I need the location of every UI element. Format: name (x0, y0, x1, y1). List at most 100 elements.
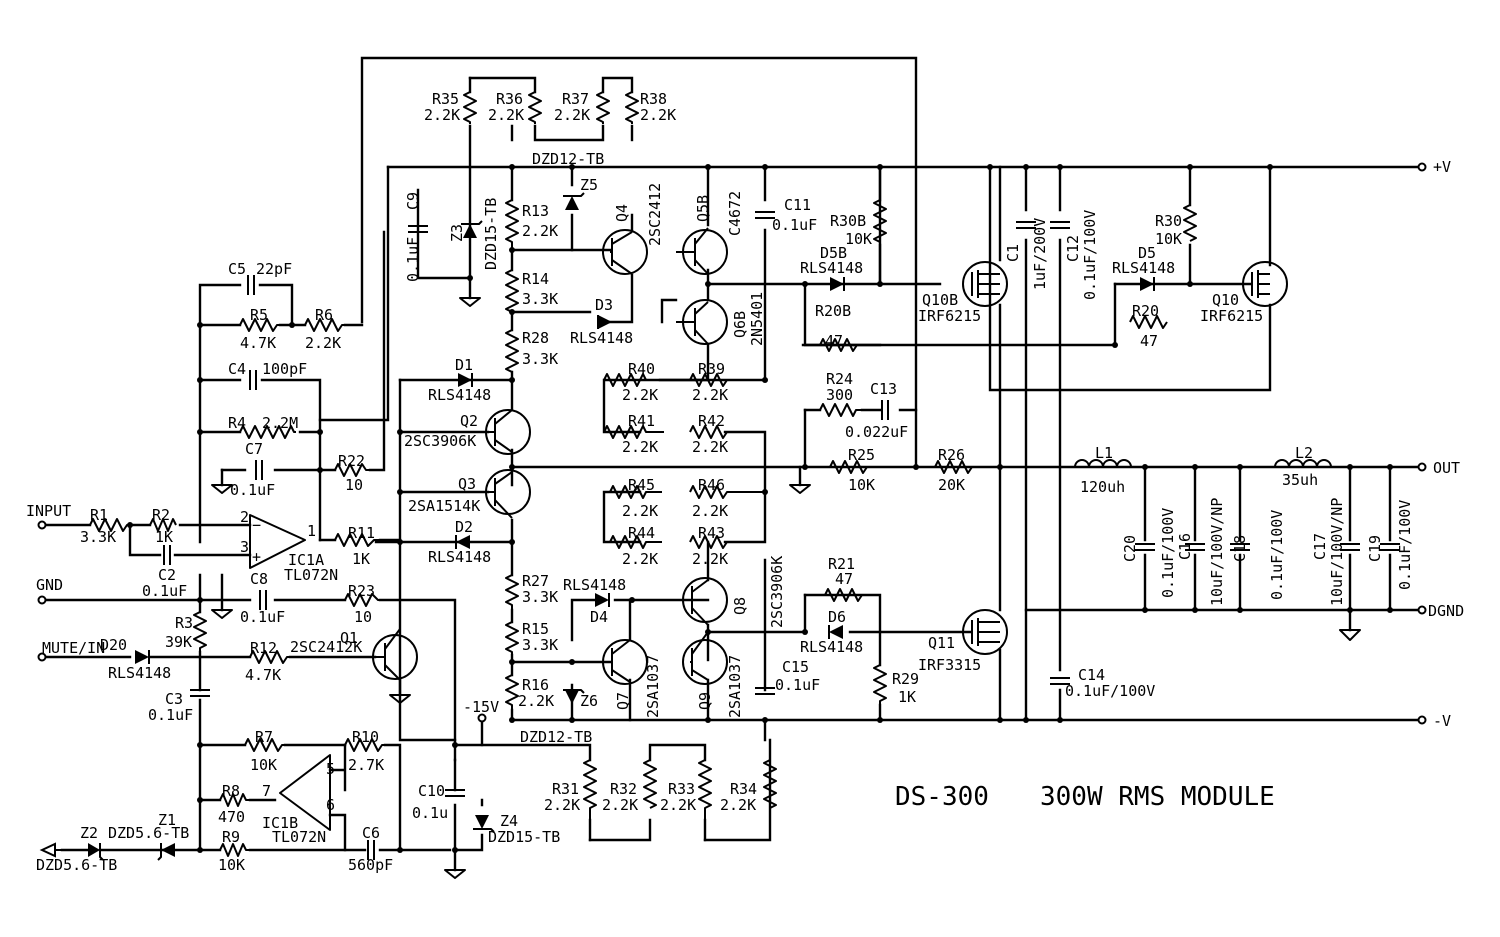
resistor-r38 (625, 91, 639, 124)
labels: INPUT GND MUTE/IN +V OUT DGND -V -15V DS… (26, 90, 1464, 874)
resistor-r3 (193, 611, 207, 652)
svg-text:L1: L1 (1095, 444, 1113, 462)
resistor-r10 (344, 738, 385, 752)
resistor-r25 (829, 460, 868, 474)
diode-d4 (595, 593, 609, 607)
svg-text:R15: R15 (522, 620, 549, 638)
svg-text:0.1uF: 0.1uF (142, 582, 187, 600)
svg-text:D2: D2 (455, 518, 473, 536)
svg-text:47: 47 (825, 332, 843, 350)
resistor-r31 (583, 759, 597, 828)
resistor-r2 (149, 518, 177, 532)
svg-text:0.1uF: 0.1uF (148, 706, 193, 724)
diode-d20 (135, 650, 149, 664)
svg-text:IRF6215: IRF6215 (1200, 307, 1263, 325)
capacitor-c1 (1016, 221, 1036, 229)
capacitor-c16 (1185, 543, 1205, 551)
resistor-r42 (689, 425, 728, 439)
resistor-r30b (873, 199, 887, 243)
svg-text:560pF: 560pF (348, 856, 393, 874)
ground-symbols (211, 297, 1361, 879)
svg-text:D1: D1 (455, 356, 473, 374)
ground-icon (389, 694, 411, 704)
resistor-r39 (689, 373, 728, 387)
svg-text:2SA1037: 2SA1037 (644, 655, 662, 718)
opamp-ic1b (279, 754, 331, 831)
svg-text:4.7K: 4.7K (245, 666, 281, 684)
capacitor-c12 (1050, 221, 1070, 229)
svg-text:Z2: Z2 (80, 824, 98, 842)
svg-text:C4: C4 (228, 360, 246, 378)
svg-text:0.1uF: 0.1uF (775, 676, 820, 694)
svg-text:RLS4148: RLS4148 (428, 386, 491, 404)
capacitor-c13 (881, 400, 889, 420)
svg-text:0.1uF/100V: 0.1uF/100V (1081, 210, 1099, 300)
svg-text:4.7K: 4.7K (240, 334, 276, 352)
port-input: INPUT (26, 502, 71, 520)
opamp-ic1a (249, 514, 306, 569)
svg-text:2.2K: 2.2K (660, 796, 696, 814)
svg-text:10: 10 (354, 608, 372, 626)
svg-text:R33: R33 (668, 780, 695, 798)
port-minus-15v: -15V (463, 698, 499, 716)
svg-text:R32: R32 (610, 780, 637, 798)
wiring (40, 56, 1422, 872)
svg-text:120uh: 120uh (1080, 478, 1125, 496)
svg-text:D20: D20 (100, 636, 127, 654)
mosfet-q11 (962, 609, 1008, 655)
resistor-r33 (698, 759, 712, 828)
resistor-r20b (819, 338, 858, 352)
svg-text:20K: 20K (938, 476, 965, 494)
svg-text:R23: R23 (348, 582, 375, 600)
svg-text:10K: 10K (848, 476, 875, 494)
svg-text:10K: 10K (218, 856, 245, 874)
svg-text:10K: 10K (1155, 230, 1182, 248)
title-model: DS-300 (895, 782, 989, 812)
svg-text:R31: R31 (552, 780, 579, 798)
svg-text:10K: 10K (845, 230, 872, 248)
svg-text:3.3K: 3.3K (522, 588, 558, 606)
svg-text:R21: R21 (828, 555, 855, 573)
svg-text:C7: C7 (245, 440, 263, 458)
svg-text:2.2K: 2.2K (622, 438, 658, 456)
svg-text:DZD15-TB: DZD15-TB (482, 198, 500, 270)
svg-text:C1: C1 (1004, 244, 1022, 262)
svg-text:DZD15-TB: DZD15-TB (488, 828, 560, 846)
resistor-r9 (219, 843, 250, 857)
transistor-q5b (676, 227, 728, 275)
svg-text:0.1uF/100V: 0.1uF/100V (1396, 500, 1414, 590)
svg-text:C15: C15 (782, 658, 809, 676)
svg-text:0.1uF: 0.1uF (240, 608, 285, 626)
resistor-r1 (89, 518, 130, 532)
svg-text:R26: R26 (938, 446, 965, 464)
resistor-r21 (824, 588, 863, 602)
svg-text:0.1uF/100V: 0.1uF/100V (1268, 510, 1286, 600)
svg-text:R9: R9 (222, 828, 240, 846)
resistor-r6 (304, 318, 345, 332)
svg-text:1uF/200V: 1uF/200V (1031, 218, 1049, 290)
svg-text:2.2K: 2.2K (424, 106, 460, 124)
svg-text:C18: C18 (1231, 535, 1249, 562)
svg-text:Q7: Q7 (614, 692, 632, 710)
resistor-r34 (763, 759, 777, 828)
svg-text:DZD12-TB: DZD12-TB (520, 728, 592, 746)
svg-text:R34: R34 (730, 780, 757, 798)
port-plus-v: +V (1433, 158, 1451, 176)
ground-icon (444, 869, 466, 879)
transistor-q4 (602, 229, 648, 275)
svg-text:0.022uF: 0.022uF (845, 423, 908, 441)
svg-text:C6: C6 (362, 824, 380, 842)
svg-text:2.2K: 2.2K (522, 222, 558, 240)
resistor-r16 (505, 674, 519, 709)
svg-text:2SA1037: 2SA1037 (726, 655, 744, 718)
zener-z2 (88, 843, 100, 857)
svg-text:2SC3906K: 2SC3906K (404, 432, 476, 450)
svg-text:0.1uF/100V: 0.1uF/100V (1159, 508, 1177, 598)
resistor-r44 (609, 535, 662, 549)
capacitor-c7 (255, 460, 263, 480)
transistor-q1 (372, 628, 418, 681)
svg-text:D5: D5 (1138, 244, 1156, 262)
svg-text:2.2M: 2.2M (262, 414, 298, 432)
svg-text:R12: R12 (250, 639, 277, 657)
svg-text:R3: R3 (175, 614, 193, 632)
